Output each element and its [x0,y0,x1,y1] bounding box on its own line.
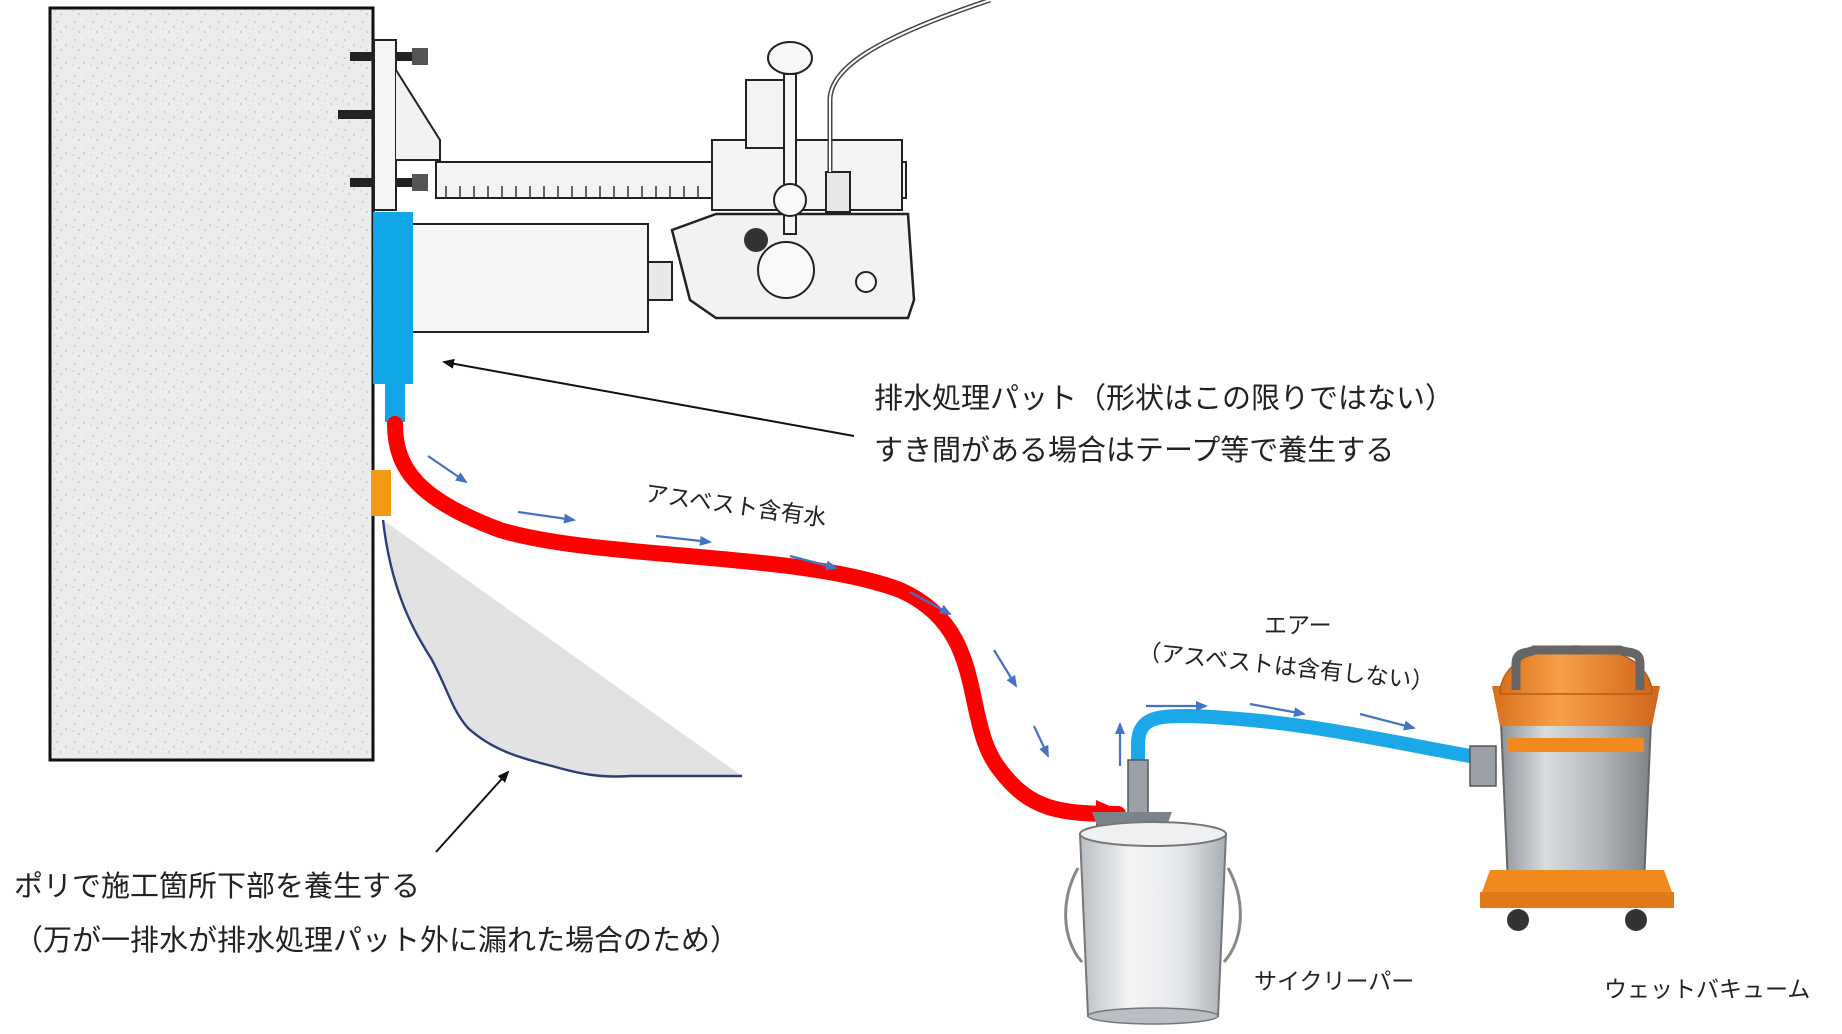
poly-label-line2: （万が一排水が排水処理パット外に漏れた場合のため） [14,923,740,957]
flow-arrows-air [1115,701,1416,766]
concrete-wall [48,6,375,762]
pad-outlet [385,384,405,422]
pad-label-line1: 排水処理パット（形状はこの限りではない） [874,381,1455,415]
flow-arrows-water [427,455,1049,758]
cyclepar-label: サイクリーパー [1254,969,1415,995]
cyclepar-pail-icon [1064,759,1242,1025]
air-label: エアー [1264,613,1332,639]
poly-label-line1: ポリで施工箇所下部を養生する [14,869,421,903]
pad-leader-arrow [442,358,855,437]
wet-vacuum-label: ウェットバキューム [1604,977,1811,1003]
poly-leader-arrow [435,770,510,853]
wet-vacuum-icon [1469,645,1674,931]
pad-label-line2: すき間がある場合はテープ等で養生する [874,433,1395,467]
drainage-pad [373,212,413,384]
air-hose [1131,708,1477,779]
contaminated-water-hose [387,416,1126,822]
tape-patch [371,470,391,516]
core-drill-icon [338,0,991,333]
poly-sheet [381,519,742,778]
